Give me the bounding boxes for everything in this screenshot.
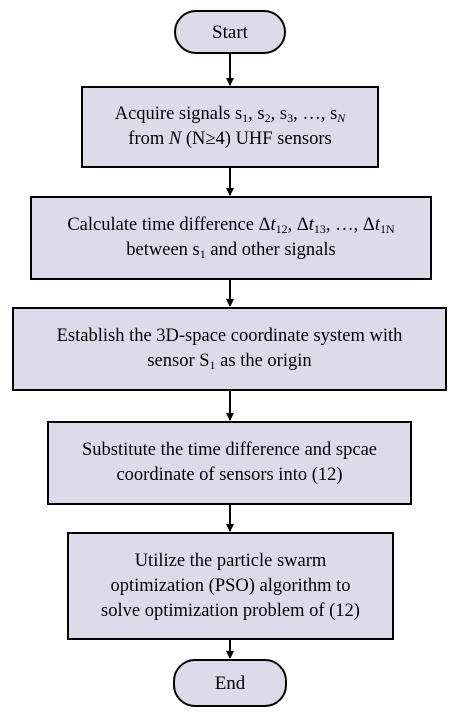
text-run: solve optimization problem of (12): [101, 600, 360, 621]
subscript-text: 2: [264, 111, 271, 125]
text-run: and other signals: [205, 240, 336, 260]
acquire-signals-line-2: from N (N≥4) UHF sensors: [128, 127, 331, 152]
text-run: Utilize the particle swarm: [134, 550, 327, 571]
italic-text: N: [337, 111, 346, 125]
start-terminal: Start: [174, 10, 286, 54]
text-run: , s: [248, 104, 265, 124]
end-terminal: End: [173, 659, 287, 707]
italic-text: N: [168, 129, 182, 149]
acquire-signals-line-1: Acquire signals s1, s2, s3, …, sN: [115, 102, 346, 127]
text-run: , …, s: [293, 104, 338, 124]
subscript-text: 1: [209, 358, 216, 372]
italic-text: t: [270, 215, 276, 235]
subscript-text: 1: [199, 247, 206, 261]
subscript-text: 1: [242, 111, 249, 125]
text-run: , Δ: [287, 215, 309, 235]
substitute-time-difference-line-2: coordinate of sensors into (12): [116, 463, 342, 488]
utilize-pso-line-2: optimization (PSO) algorithm to: [111, 574, 351, 599]
text-run: optimization (PSO) algorithm to: [110, 575, 351, 596]
subscript-text: 3: [287, 111, 294, 125]
italic-text: t: [308, 215, 314, 235]
substitute-time-difference-line-1: Substitute the time difference and spcae: [82, 438, 377, 463]
subscript-text: 13: [313, 222, 326, 236]
start-label: Start: [212, 21, 248, 43]
text-run: Establish the 3D-space coordinate system…: [56, 326, 403, 346]
text-run: t: [375, 215, 380, 235]
end-label: End: [214, 672, 246, 694]
calculate-time-difference-box: Calculate time difference Δt12, Δt13, …,…: [30, 196, 432, 280]
subscript-text: 1N: [379, 222, 395, 236]
utilize-pso-box: Utilize the particle swarm optimization (…: [67, 532, 394, 640]
text-run: , s: [270, 104, 288, 124]
text-run: between s: [126, 240, 200, 260]
text-run: N: [169, 129, 181, 149]
italic-text: t: [374, 215, 380, 235]
text-run: , …, Δ: [325, 215, 375, 235]
text-run: t: [309, 215, 314, 235]
calculate-time-difference-line-2: between s1 and other signals: [126, 238, 335, 263]
subscript-text: N: [337, 111, 345, 125]
establish-coordinate-system-line-1: Establish the 3D-space coordinate system…: [57, 324, 403, 349]
text-run: coordinate of sensors into (12): [116, 465, 343, 485]
text-run: t: [270, 215, 275, 235]
text-run: as the origin: [215, 351, 312, 371]
establish-coordinate-system-box: Establish the 3D-space coordinate system…: [12, 307, 447, 391]
text-run: sensor S: [147, 351, 210, 371]
calculate-time-difference-line-1: Calculate time difference Δt12, Δt13, …,…: [67, 213, 394, 238]
text-run: (N≥4) UHF sensors: [181, 129, 332, 149]
establish-coordinate-system-line-2: sensor S1 as the origin: [147, 349, 311, 374]
utilize-pso-line-1: Utilize the particle swarm: [135, 549, 327, 574]
text-run: Calculate time difference Δ: [67, 215, 271, 235]
text-run: Acquire signals s: [114, 104, 243, 124]
text-run: from: [128, 129, 169, 149]
substitute-time-difference-box: Substitute the time difference and spcae…: [47, 421, 412, 505]
utilize-pso-line-3: solve optimization problem of (12): [101, 599, 360, 624]
text-run: Substitute the time difference and spcae: [81, 440, 378, 460]
subscript-text: 12: [275, 222, 288, 236]
